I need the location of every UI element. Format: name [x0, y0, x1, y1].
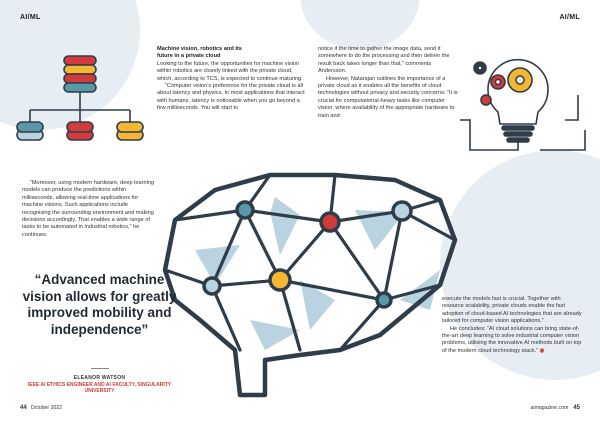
- database-tree-icon: [16, 55, 144, 141]
- pull-quote: “Advanced machine vision allows for grea…: [22, 272, 177, 337]
- article-column-bottom-right: execute the models fast is crucial. Toge…: [442, 296, 582, 355]
- bottom-right-paragraph-2-text: He concludes: “AI cloud solutions can br…: [442, 325, 582, 354]
- page-number-right: 45: [573, 405, 580, 411]
- website[interactable]: aimagazine.com: [530, 405, 569, 411]
- pull-quote-role: IEEE AI ETHICS ENGINEER AND AI FACULTY, …: [27, 382, 172, 395]
- bottom-right-paragraph-1: execute the models fast is crucial. Toge…: [442, 296, 582, 325]
- bottom-right-paragraph-2: He concludes: “AI cloud solutions can br…: [442, 326, 582, 356]
- pull-quote-divider: [91, 368, 109, 369]
- section-tag-right: AI/ML: [559, 14, 580, 21]
- lightbulb-gears-icon: [460, 58, 586, 151]
- section-tag-left: AI/ML: [20, 14, 41, 21]
- page-number-left: 44: [20, 405, 27, 411]
- section-heading-line2: future in a private cloud: [157, 53, 221, 60]
- article-column-left: “Moreover, using modern hardware, deep l…: [22, 180, 155, 239]
- center-paragraph-1: Looking to the future, the opportunities…: [157, 60, 303, 82]
- pull-quote-author: ELEANOR WATSON: [73, 375, 126, 381]
- issue-date: October 2022: [30, 405, 63, 411]
- center-paragraph-2: “Computer vision’s preference for the pr…: [157, 83, 305, 112]
- brain-network-icon: [162, 172, 458, 398]
- article-column-right: notice if the time to gather the image d…: [318, 46, 458, 120]
- left-paragraph-1: “Moreover, using modern hardware, deep l…: [22, 180, 155, 238]
- right-paragraph-2: However, Natarajan outlines the importan…: [318, 75, 458, 119]
- footer-right: aimagazine.com 45: [531, 405, 580, 411]
- section-heading-line1: Machine vision, robotics and its: [157, 46, 242, 52]
- article-column-center: Machine vision, robotics and its future …: [157, 46, 307, 113]
- right-paragraph-1: notice if the time to gather the image d…: [318, 46, 450, 75]
- end-marker-icon: ◉: [539, 347, 545, 354]
